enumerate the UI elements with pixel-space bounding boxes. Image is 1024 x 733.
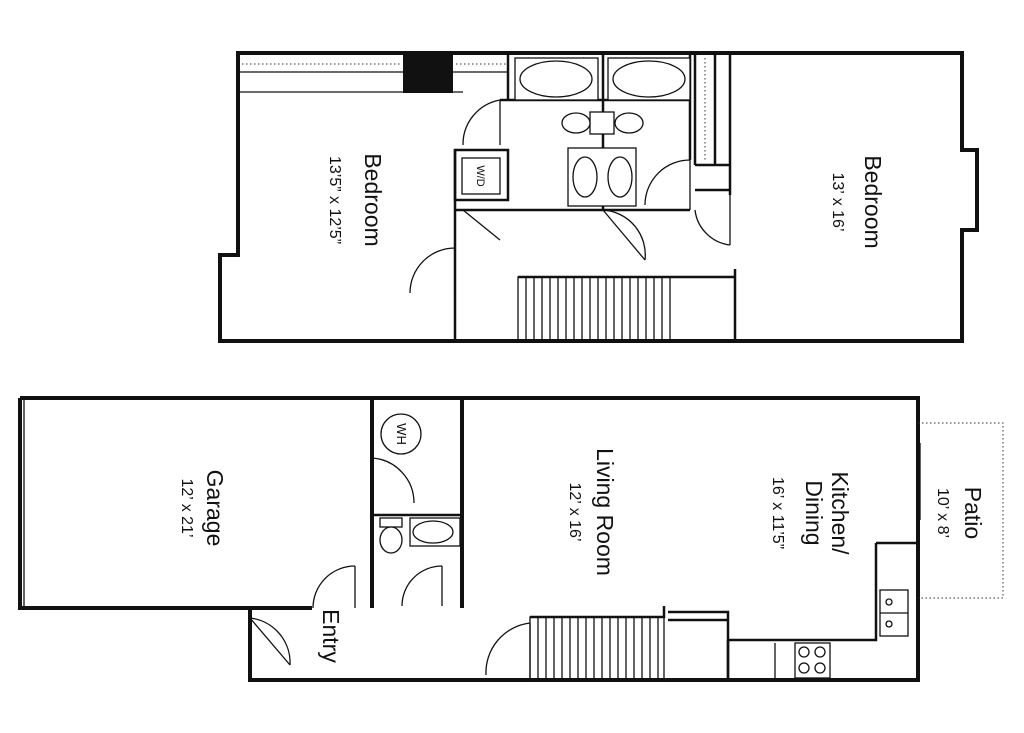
door-powder-room — [401, 565, 443, 607]
right-closet-wall — [693, 53, 732, 195]
patio-outline — [918, 422, 1004, 599]
kitchen-name-line1: Kitchen/ — [827, 471, 853, 555]
lower-stairs — [529, 606, 730, 681]
bedroom-right-name: Bedroom — [860, 155, 886, 248]
bedroom-left-name: Bedroom — [360, 153, 386, 246]
kitchen-counter — [726, 541, 918, 680]
wh-label: WH — [394, 423, 409, 445]
toilet-tank-icon — [379, 517, 403, 528]
toilet-tanks-icon — [589, 111, 615, 135]
sink-left-icon — [572, 156, 598, 198]
sink-drain-1 — [885, 598, 893, 606]
patio-name: Patio — [960, 487, 986, 539]
chimney-block — [403, 53, 453, 93]
wd-label: W/D — [474, 165, 486, 186]
door-bedroom-left-bath — [462, 99, 501, 146]
toilet-left-icon — [561, 112, 591, 134]
powder-sink-icon — [412, 520, 454, 544]
entry-name: Entry — [318, 609, 344, 663]
living-room-dims: 12’ x 16’ — [566, 483, 583, 542]
burner-2 — [814, 646, 826, 658]
toilet-icon — [379, 526, 403, 554]
bathtub-basin-right — [612, 60, 686, 98]
bedroom-right-dims: 13’ x 16’ — [829, 173, 846, 232]
door-bedroom-left — [409, 247, 456, 294]
garage-name: Garage — [202, 470, 228, 547]
bedroom-left-dims: 13’5” x 12’5” — [326, 156, 343, 244]
door-garage-entry — [312, 565, 356, 609]
sink-drain-2 — [885, 620, 893, 628]
garage-dims: 12’ x 21’ — [178, 479, 195, 538]
door-right-bath — [644, 159, 691, 210]
door-hall-bath — [602, 209, 646, 261]
upper-floor: W/D Bedroom 1 — [218, 51, 979, 343]
toilet-right-icon — [614, 112, 644, 134]
lower-floor: WH — [18, 396, 1004, 682]
burner-1 — [798, 646, 810, 658]
garage-walls — [18, 396, 462, 610]
bathtub-basin-left — [519, 60, 593, 98]
water-heater-icon — [380, 413, 422, 455]
upper-stairs — [517, 276, 671, 342]
door-stair-closet — [485, 622, 531, 678]
upper-floor-outer-wall — [218, 51, 979, 343]
burner-3 — [798, 662, 810, 674]
kitchen-name-line2: Dining — [801, 480, 827, 545]
living-room-name: Living Room — [592, 448, 618, 576]
wh-closet-wall — [370, 458, 462, 517]
door-front-entry — [249, 617, 291, 666]
washer-dryer-icon — [461, 157, 501, 195]
door-wh-closet — [371, 457, 415, 505]
wd-closet — [453, 148, 510, 202]
door-bedroom-right — [694, 195, 731, 246]
kitchen-dims: 16’ x 11’5” — [769, 477, 786, 549]
left-closet-wall — [238, 71, 508, 93]
patio-dims: 10’ x 8’ — [934, 488, 951, 538]
burner-4 — [814, 662, 826, 674]
door-wd-closet — [462, 209, 501, 241]
sink-right-icon — [607, 156, 633, 198]
